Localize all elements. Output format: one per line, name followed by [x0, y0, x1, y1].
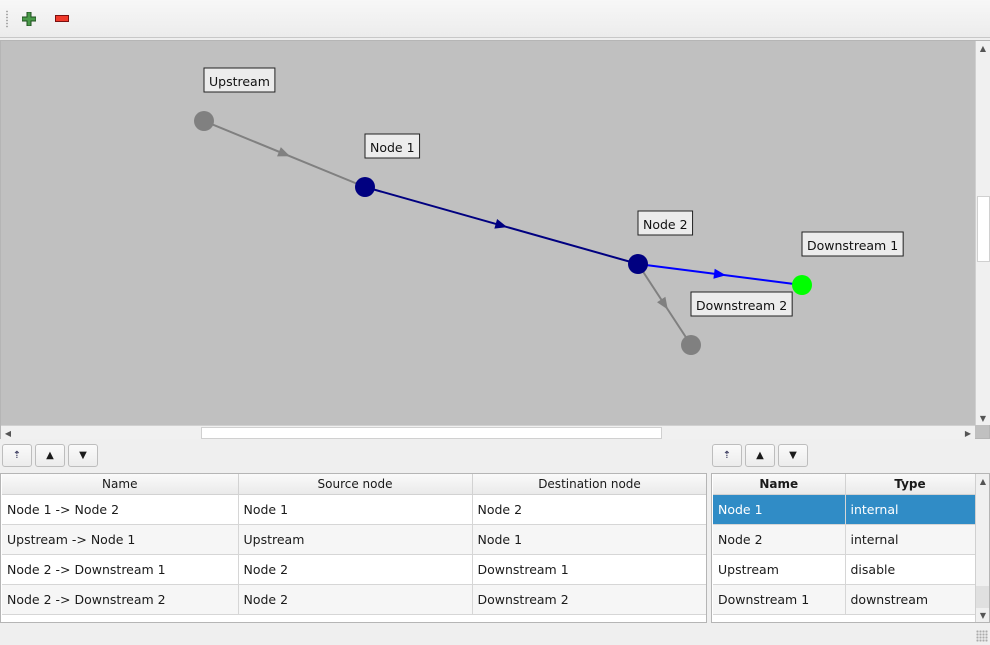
- vertical-scrollbar[interactable]: ▲ ▼: [975, 41, 990, 425]
- edges-move-down-button[interactable]: ▼: [68, 444, 98, 467]
- cell[interactable]: Node 2: [238, 584, 473, 615]
- cell[interactable]: downstream: [845, 584, 976, 615]
- node-label: Downstream 1: [807, 238, 898, 253]
- cell[interactable]: Upstream -> Node 1: [2, 524, 239, 555]
- cell[interactable]: Node 2 -> Downstream 1: [2, 554, 239, 585]
- scroll-right-arrow[interactable]: ▶: [964, 428, 972, 438]
- cell[interactable]: disable: [845, 554, 976, 585]
- edge-arrow-icon[interactable]: [277, 147, 292, 161]
- node-label-box[interactable]: [637, 210, 694, 236]
- edge-arrow-icon[interactable]: [494, 219, 508, 232]
- cell[interactable]: Node 1: [472, 524, 706, 555]
- node-label-box[interactable]: [801, 231, 904, 257]
- column-header-name[interactable]: Name: [713, 474, 846, 495]
- column-header-name[interactable]: Name: [2, 474, 239, 495]
- edges-move-up-button[interactable]: ▲: [35, 444, 65, 467]
- column-header-source-node[interactable]: Source node: [238, 474, 473, 495]
- graph-node[interactable]: [792, 275, 812, 295]
- toolbar: [0, 0, 990, 38]
- node-label: Downstream 2: [696, 298, 787, 313]
- node-label: Upstream: [209, 74, 270, 89]
- cell[interactable]: Downstream 1: [713, 584, 846, 615]
- scroll-down-arrow[interactable]: ▼: [979, 413, 987, 423]
- scroll-down-arrow[interactable]: ▼: [979, 610, 987, 620]
- nodes-vertical-scrollbar[interactable]: ▲ ▼: [975, 474, 989, 622]
- red-minus-icon: [55, 15, 69, 22]
- sort-icon: ⇡: [722, 450, 732, 461]
- sort-icon: ⇡: [12, 450, 22, 461]
- cell[interactable]: internal: [845, 524, 976, 555]
- vertical-scroll-thumb[interactable]: [977, 196, 990, 262]
- nodes-sort-button[interactable]: ⇡: [712, 444, 742, 467]
- edge-arrow-icon[interactable]: [713, 268, 726, 280]
- node-label: Node 1: [370, 140, 415, 155]
- add-node-button[interactable]: [19, 9, 39, 29]
- node-label: Node 2: [643, 217, 688, 232]
- node-label-box[interactable]: [364, 133, 421, 159]
- graph-node[interactable]: [681, 335, 701, 355]
- down-arrow-icon: ▼: [79, 450, 87, 461]
- green-plus-icon: [22, 12, 36, 26]
- cell[interactable]: Upstream: [238, 524, 473, 555]
- node-label-box[interactable]: [690, 291, 793, 317]
- cell[interactable]: Node 2 -> Downstream 2: [2, 584, 239, 615]
- nodes-move-down-button[interactable]: ▼: [778, 444, 808, 467]
- resize-grip[interactable]: [976, 630, 988, 642]
- scroll-left-arrow[interactable]: ◀: [4, 428, 12, 438]
- cell[interactable]: Downstream 1: [472, 554, 706, 585]
- scroll-thumb[interactable]: [976, 586, 989, 608]
- cell[interactable]: Node 2: [713, 524, 846, 555]
- graph-node[interactable]: [628, 254, 648, 274]
- up-arrow-icon: ▲: [46, 450, 54, 461]
- cell[interactable]: Node 1: [238, 494, 473, 525]
- cell[interactable]: Node 1 -> Node 2: [2, 494, 239, 525]
- graph-node[interactable]: [194, 111, 214, 131]
- edges-sort-button[interactable]: ⇡: [2, 444, 32, 467]
- cell[interactable]: Downstream 2: [472, 584, 706, 615]
- cell[interactable]: internal: [845, 494, 976, 525]
- cell[interactable]: Node 1: [713, 494, 846, 525]
- up-arrow-icon: ▲: [756, 450, 764, 461]
- toolbar-grip[interactable]: [5, 10, 9, 28]
- horizontal-scrollbar[interactable]: ◀ ▶: [1, 425, 975, 439]
- down-arrow-icon: ▼: [789, 450, 797, 461]
- remove-node-button[interactable]: [52, 9, 72, 29]
- horizontal-scroll-thumb[interactable]: [201, 427, 662, 439]
- cell[interactable]: Node 2: [472, 494, 706, 525]
- column-header-destination-node[interactable]: Destination node: [472, 474, 706, 495]
- cell[interactable]: Node 2: [238, 554, 473, 585]
- node-label-box[interactable]: [203, 67, 276, 93]
- scroll-up-arrow[interactable]: ▲: [979, 43, 987, 53]
- edges-table: Name Source node Destination node Node 1…: [0, 473, 707, 623]
- column-header-type[interactable]: Type: [845, 474, 976, 495]
- graph-node[interactable]: [355, 177, 375, 197]
- nodes-move-up-button[interactable]: ▲: [745, 444, 775, 467]
- scroll-up-arrow[interactable]: ▲: [979, 476, 987, 486]
- edge-arrow-icon[interactable]: [657, 296, 672, 313]
- cell[interactable]: Upstream: [713, 554, 846, 585]
